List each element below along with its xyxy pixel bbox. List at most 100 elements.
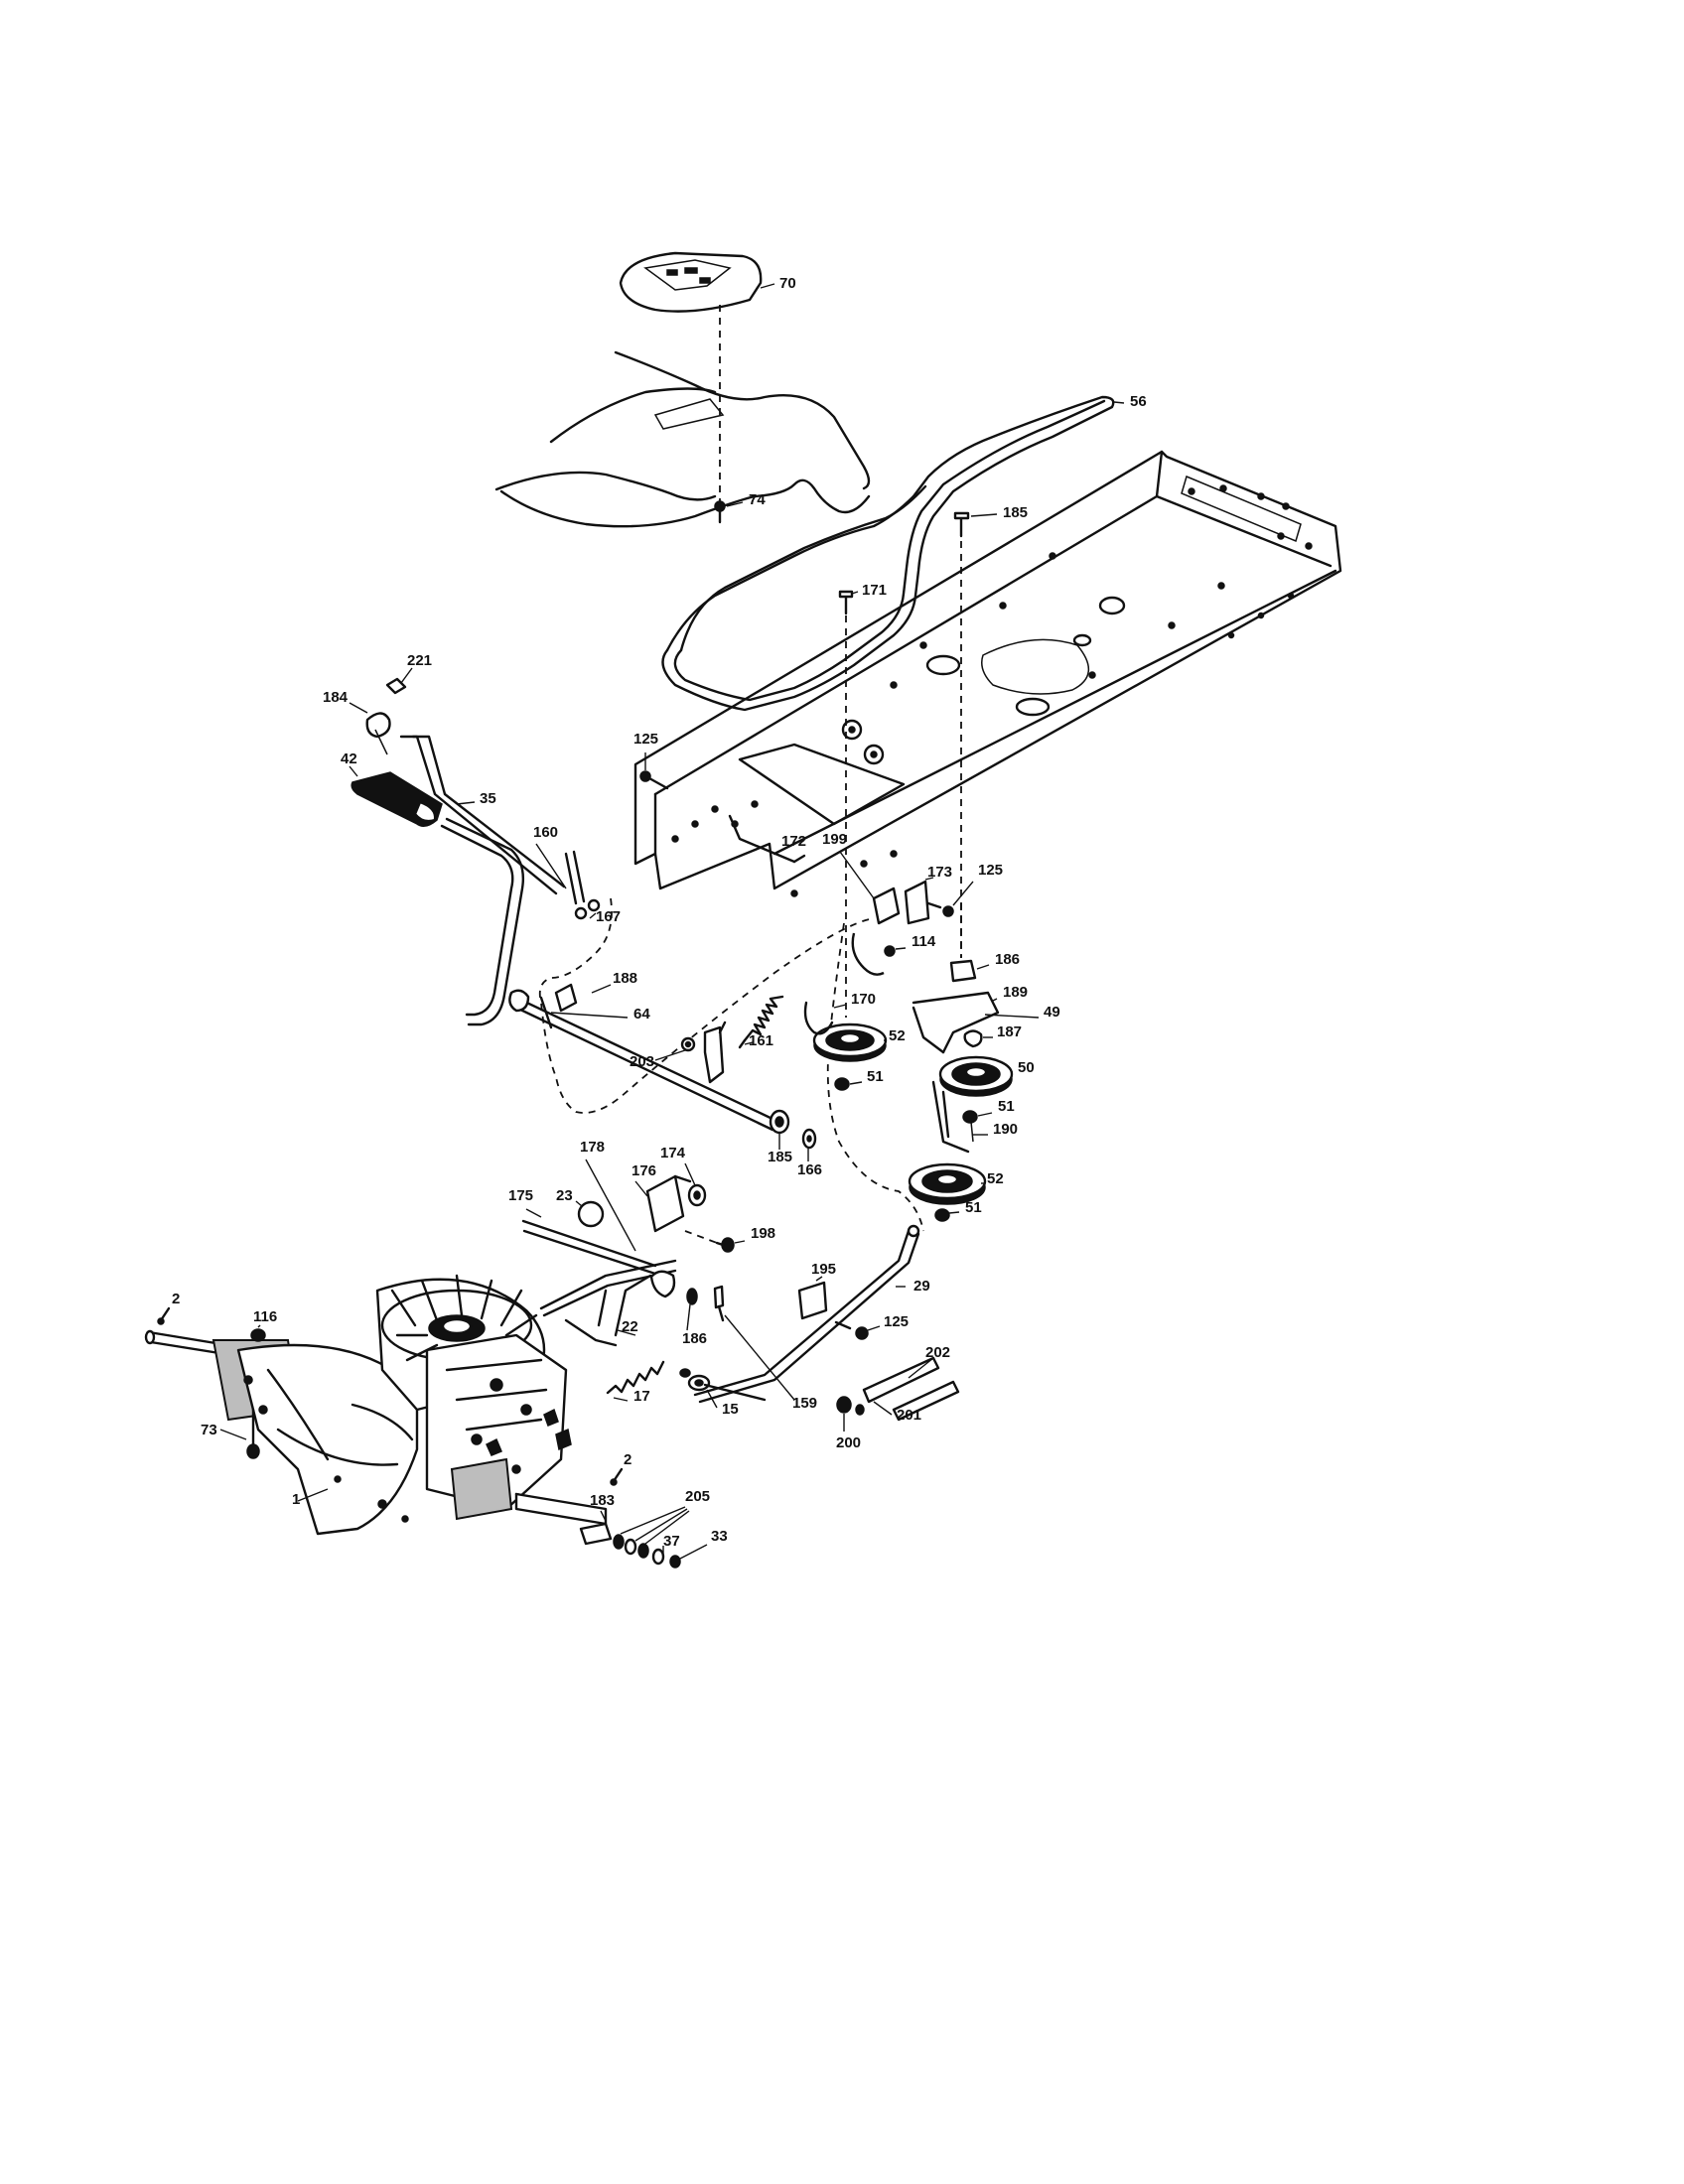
bolt-159-part bbox=[713, 1285, 795, 1401]
routing-dashed-loop bbox=[538, 897, 924, 1232]
callout-c161: 161 bbox=[749, 1032, 773, 1049]
nut-51a-part bbox=[834, 1077, 863, 1091]
callout-c51b: 51 bbox=[998, 1098, 1015, 1115]
callout-c167: 167 bbox=[596, 908, 621, 925]
callout-c50: 50 bbox=[1018, 1059, 1035, 1076]
knob-184-part bbox=[349, 702, 391, 755]
callout-c174: 174 bbox=[660, 1145, 686, 1161]
callout-c159: 159 bbox=[792, 1395, 817, 1412]
bolt-125c-part bbox=[834, 1320, 881, 1340]
washer-205-part bbox=[613, 1506, 690, 1559]
bracket-199-part bbox=[839, 851, 901, 925]
pin-202-part bbox=[862, 1356, 960, 1422]
callout-c52b: 52 bbox=[987, 1170, 1004, 1187]
callout-c15: 15 bbox=[722, 1401, 739, 1418]
callout-c22: 22 bbox=[622, 1318, 638, 1335]
callout-c23: 23 bbox=[556, 1187, 573, 1204]
callout-c202: 202 bbox=[925, 1344, 950, 1361]
bracket-195-part bbox=[797, 1276, 828, 1320]
callout-c176: 176 bbox=[632, 1162, 656, 1179]
washer-200-part bbox=[836, 1396, 865, 1432]
cross-shaft-64-part bbox=[508, 983, 776, 1132]
callout-c173: 173 bbox=[927, 864, 952, 881]
bracket-173-part bbox=[904, 877, 974, 958]
bolt-73-part bbox=[219, 1408, 260, 1459]
pin-2a-part bbox=[157, 1306, 171, 1325]
pulley-50-part bbox=[938, 1055, 1014, 1097]
washer-203-part bbox=[654, 1036, 696, 1061]
bolt-171-part bbox=[838, 590, 859, 1018]
spring-161-part bbox=[738, 995, 784, 1049]
callout-c49: 49 bbox=[1044, 1004, 1060, 1021]
callout-c52a: 52 bbox=[889, 1027, 906, 1044]
callout-c51c: 51 bbox=[965, 1199, 982, 1216]
callout-c116: 116 bbox=[253, 1308, 277, 1325]
callout-c201: 201 bbox=[897, 1407, 921, 1424]
latch-221-part bbox=[385, 667, 413, 695]
callout-c125c: 125 bbox=[884, 1313, 909, 1330]
callout-c221: 221 bbox=[407, 652, 432, 669]
washer-37-part bbox=[651, 1546, 665, 1566]
callout-c185: 185 bbox=[1003, 504, 1028, 521]
callout-c166: 166 bbox=[797, 1161, 822, 1178]
bolt-198-part bbox=[684, 1230, 746, 1253]
axle-183-part bbox=[514, 1492, 613, 1546]
nut-33-part bbox=[669, 1544, 708, 1569]
callout-c205: 205 bbox=[685, 1488, 710, 1505]
console-cover-part bbox=[619, 251, 775, 313]
callout-c125a: 125 bbox=[633, 731, 658, 748]
rod-175-part bbox=[521, 1208, 657, 1276]
drive-belt-part bbox=[661, 395, 1125, 712]
callout-c160: 160 bbox=[533, 824, 558, 841]
nut-51c-part bbox=[934, 1208, 960, 1222]
bushing-185b-part bbox=[769, 1109, 790, 1150]
callout-c2a: 2 bbox=[172, 1291, 180, 1307]
spring-17-part bbox=[606, 1360, 665, 1402]
callout-c188: 188 bbox=[613, 970, 637, 987]
callout-c178: 178 bbox=[580, 1139, 605, 1156]
callout-c17: 17 bbox=[633, 1388, 650, 1405]
callout-c51a: 51 bbox=[867, 1068, 884, 1085]
callout-c56: 56 bbox=[1130, 393, 1147, 410]
callout-c199: 199 bbox=[822, 831, 847, 848]
callout-c189: 189 bbox=[1003, 984, 1028, 1001]
callout-c74: 74 bbox=[749, 491, 766, 508]
callout-c64: 64 bbox=[633, 1006, 650, 1023]
callout-c172: 172 bbox=[781, 833, 806, 850]
callout-c33: 33 bbox=[711, 1528, 728, 1545]
callout-c203: 203 bbox=[630, 1053, 654, 1070]
callout-c2b: 2 bbox=[624, 1451, 632, 1468]
callout-c183: 183 bbox=[590, 1492, 615, 1509]
callout-c187: 187 bbox=[997, 1024, 1022, 1040]
pulley-52b-part bbox=[908, 1162, 987, 1205]
callout-c42: 42 bbox=[341, 751, 357, 767]
callout-c190: 190 bbox=[993, 1121, 1018, 1138]
ball-23-part bbox=[575, 1200, 605, 1228]
washer-166-part bbox=[801, 1128, 817, 1161]
bushing-186b-part bbox=[686, 1288, 698, 1331]
pedal-rod-35-part bbox=[399, 735, 566, 1026]
pulley-52a-part bbox=[812, 1023, 888, 1062]
fender-part bbox=[494, 350, 871, 528]
callout-c37: 37 bbox=[663, 1533, 680, 1550]
rod-29-part bbox=[693, 1224, 920, 1404]
callout-c184: 184 bbox=[323, 689, 349, 706]
callout-c186a: 186 bbox=[995, 951, 1020, 968]
callout-c170: 170 bbox=[851, 991, 876, 1008]
callout-c185b: 185 bbox=[768, 1149, 792, 1165]
nut-116-part bbox=[250, 1324, 266, 1342]
callout-c186b: 186 bbox=[682, 1330, 707, 1347]
pedal-pad-42-part bbox=[349, 765, 443, 827]
callout-c35: 35 bbox=[480, 790, 496, 807]
idler-bracket-189-part bbox=[912, 991, 1000, 1054]
callout-c73: 73 bbox=[201, 1422, 217, 1438]
link-15-part bbox=[679, 1368, 767, 1409]
spacer-186-part bbox=[949, 959, 990, 983]
link-160-part bbox=[535, 843, 601, 920]
bracket-176-part bbox=[585, 1159, 692, 1252]
bolt-185-part bbox=[953, 511, 998, 958]
callout-c125b: 125 bbox=[978, 862, 1003, 879]
pulley-bracket-190-part bbox=[931, 1080, 993, 1154]
callout-c1: 1 bbox=[292, 1491, 300, 1508]
